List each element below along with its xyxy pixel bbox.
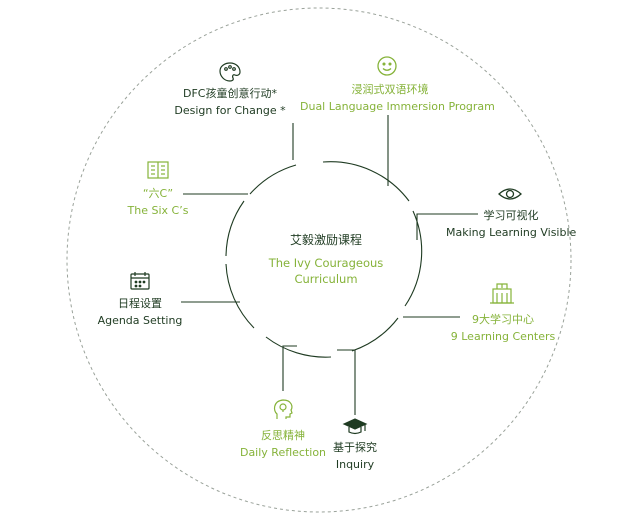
palette-icon (219, 62, 241, 82)
label-dfc-en: Design for Change * (174, 104, 286, 117)
label-reflection-zh: 反思精神 (261, 429, 305, 442)
label-dual: 浸润式双语环境 Dual Language Immersion Program (300, 81, 495, 115)
label-dfc-zh: DFC孩童创意行动* (183, 87, 277, 100)
label-dual-en: Dual Language Immersion Program (300, 100, 495, 113)
label-visible-zh: 学习可视化 (483, 209, 539, 222)
center-title-en-line2: Curriculum (294, 272, 358, 286)
building-icon (490, 283, 514, 304)
label-six: “六C” The Six C’s (113, 185, 203, 219)
connector-inquiry (337, 349, 356, 415)
outer-dashed-circle (66, 7, 572, 513)
label-inquiry-zh: 基于探究 (333, 441, 377, 454)
label-visible-en: Making Learning Visible (446, 226, 577, 239)
label-six-zh: “六C” (142, 187, 174, 200)
label-centers: 9大学习中心 9 Learning Centers (448, 311, 558, 345)
label-dfc: DFC孩童创意行动* Design for Change * (165, 85, 295, 119)
center-title: 艾毅激励课程 The Ivy Courageous Curriculum (246, 232, 406, 287)
label-centers-zh: 9大学习中心 (472, 313, 534, 326)
center-title-en-line1: The Ivy Courageous (268, 256, 384, 270)
connector-reflection (282, 345, 297, 391)
center-title-zh: 艾毅激励课程 (289, 233, 362, 247)
calendar-icon (130, 272, 150, 290)
label-six-en: The Six C’s (127, 204, 189, 217)
graduation-cap-icon (342, 418, 368, 435)
smiley-icon (377, 56, 397, 76)
label-visible: 学习可视化 Making Learning Visible (446, 207, 576, 241)
label-agenda: 日程设置 Agenda Setting (95, 295, 185, 329)
book-icon (147, 161, 169, 179)
label-centers-en: 9 Learning Centers (450, 330, 556, 343)
connector-visible (416, 213, 478, 240)
label-agenda-zh: 日程设置 (118, 297, 162, 310)
connectors (181, 115, 478, 415)
label-dual-zh: 浸润式双语环境 (351, 83, 429, 96)
label-inquiry-en: Inquiry (335, 458, 375, 471)
label-inquiry: 基于探究 Inquiry (320, 439, 390, 473)
label-agenda-en: Agenda Setting (97, 314, 183, 327)
label-reflection: 反思精神 Daily Reflection (233, 427, 333, 461)
lightbulb-head-icon (273, 399, 293, 419)
eye-icon (498, 188, 522, 200)
label-reflection-en: Daily Reflection (239, 446, 327, 459)
